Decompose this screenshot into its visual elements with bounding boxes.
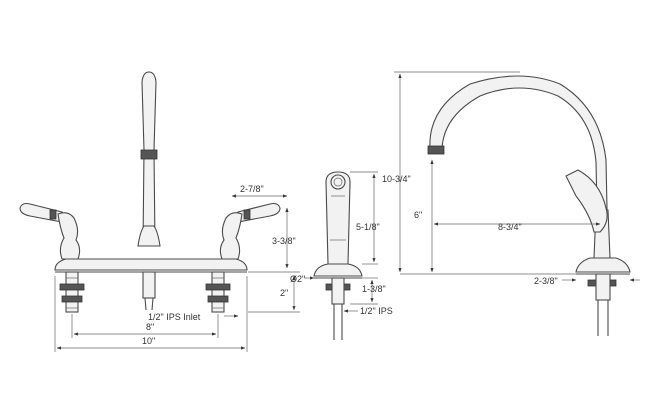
side-handle	[565, 169, 608, 233]
front-deck-plate	[54, 258, 248, 271]
front-center-hose	[142, 271, 156, 311]
sprayer-base	[313, 263, 363, 277]
front-view-faucet	[19, 71, 281, 313]
front-spout-collar	[140, 149, 158, 160]
front-left-handle	[19, 202, 81, 260]
side-aerator	[427, 145, 445, 155]
spray-diameter-label: Ø2"	[290, 274, 305, 284]
sprayer-shank	[331, 277, 345, 305]
side-base	[575, 257, 631, 273]
side-base-label: 2-3/8"	[534, 276, 558, 286]
front-height-label: 3-3/8"	[272, 236, 296, 246]
front-inlet-label: 1/2" IPS Inlet	[148, 312, 201, 322]
front-left-shank	[59, 271, 85, 313]
side-view-faucet	[427, 75, 631, 336]
spray-ips-label: 1/2" IPS	[360, 306, 393, 316]
sprayer-hose	[333, 304, 343, 340]
front-tail-label: 2"	[280, 288, 288, 298]
spray-tail-label: 1-3/8"	[362, 284, 386, 294]
sprayer-dimensions: 5-1/8" Ø2" 1-3/8" 1/2" IPS	[290, 171, 393, 316]
side-total-height-label: 10-3/4"	[382, 174, 411, 184]
sprayer-view	[313, 171, 363, 340]
front-spout-base	[137, 225, 161, 247]
sprayer-head	[325, 171, 351, 265]
side-dimensions: 10-3/4" 6" 8-3/4" 2-3/8"	[382, 71, 640, 286]
front-right-handle	[219, 202, 281, 260]
front-center-label: 8"	[146, 322, 154, 332]
side-spout-height-label: 6"	[414, 210, 422, 220]
front-offset-label: 2-7/8"	[240, 184, 264, 194]
spray-height-label: 5-1/8"	[356, 222, 380, 232]
front-dimensions: 2-7/8" 3-3/8" 2" 1/2" IPS Inlet 8" 10"	[54, 184, 300, 352]
side-reach-label: 8-3/4"	[498, 222, 522, 232]
front-width-label: 10"	[142, 336, 155, 346]
front-right-shank	[205, 271, 231, 313]
